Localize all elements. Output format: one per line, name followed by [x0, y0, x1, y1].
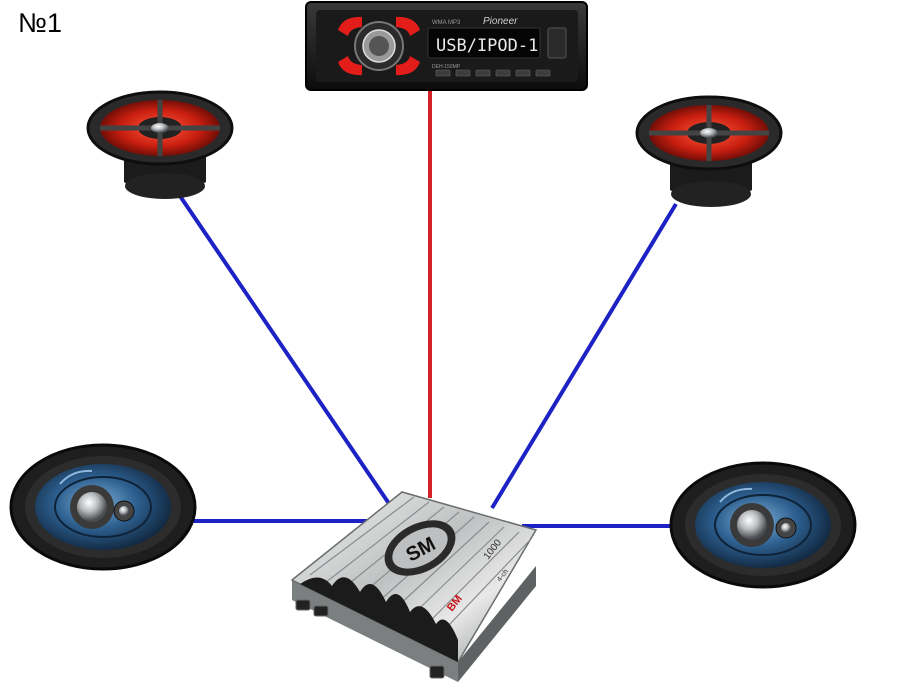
- left-round-speaker: [86, 90, 234, 199]
- head-unit-brand: Pioneer: [483, 16, 518, 27]
- head-unit: USB/IPOD-1 Pioneer WMA MP3 DEH-150MP: [305, 1, 588, 91]
- speaker-wire-left-round: [178, 194, 394, 510]
- diagram-title: №1: [18, 8, 62, 38]
- right-round-speaker: [635, 95, 783, 207]
- head-unit-display: USB/IPOD-1: [436, 36, 538, 56]
- amplifier: SM BM 1000 4-ch: [290, 491, 538, 682]
- wires: [178, 88, 678, 528]
- head-unit-subtext: WMA MP3: [432, 20, 461, 26]
- right-oval-speaker: [669, 461, 857, 589]
- speaker-wire-right-round: [490, 202, 678, 510]
- head-unit-model: DEH-150MP: [432, 64, 461, 70]
- left-oval-speaker: [9, 443, 197, 571]
